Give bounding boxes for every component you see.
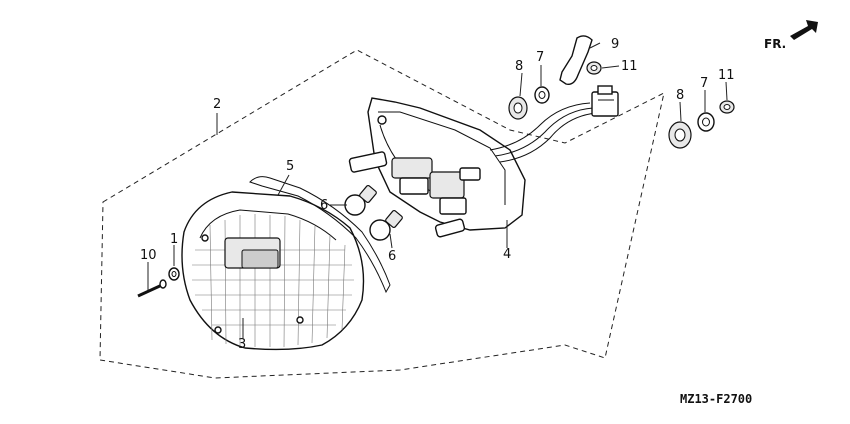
- callout-6-upper: 6: [320, 198, 328, 213]
- wire-harness: [489, 85, 619, 163]
- callout-10: 10: [140, 248, 157, 263]
- diagram-code: MZ13-F2700: [680, 392, 752, 406]
- bulb-upper: [344, 184, 377, 216]
- wire-connector: [591, 91, 619, 117]
- tapping-screw: [137, 279, 167, 298]
- callout-11-upper: 11: [621, 59, 638, 74]
- callout-8-right: 8: [676, 88, 684, 103]
- bulb-lower: [369, 209, 403, 241]
- callout-7-right: 7: [700, 76, 708, 91]
- front-label: FR.: [764, 37, 786, 51]
- right-collar: [697, 112, 715, 132]
- upper-grommet: [508, 96, 528, 120]
- front-direction-arrow: FR.: [764, 20, 818, 51]
- right-nut: [719, 100, 735, 114]
- callout-5: 5: [286, 159, 294, 174]
- right-grommet: [668, 121, 692, 149]
- callout-1: 1: [170, 232, 178, 247]
- mounting-bracket: [559, 35, 593, 85]
- callout-3: 3: [238, 337, 246, 352]
- screw-washer: [168, 267, 180, 281]
- callout-11-right: 11: [718, 68, 735, 83]
- upper-nut: [586, 61, 602, 75]
- lens-gasket: [249, 176, 391, 294]
- callout-9: 9: [611, 37, 619, 52]
- leader-lines: [147, 42, 728, 338]
- bulb-sockets: [348, 151, 481, 238]
- callout-7-upper: 7: [536, 50, 544, 65]
- callout-6-lower: 6: [388, 249, 396, 264]
- tail-light-base: [367, 97, 526, 231]
- upper-collar: [534, 86, 550, 104]
- callout-2: 2: [213, 97, 221, 112]
- callout-8-upper: 8: [515, 59, 523, 74]
- callout-4: 4: [503, 247, 511, 262]
- tail-light-lens: [181, 191, 365, 351]
